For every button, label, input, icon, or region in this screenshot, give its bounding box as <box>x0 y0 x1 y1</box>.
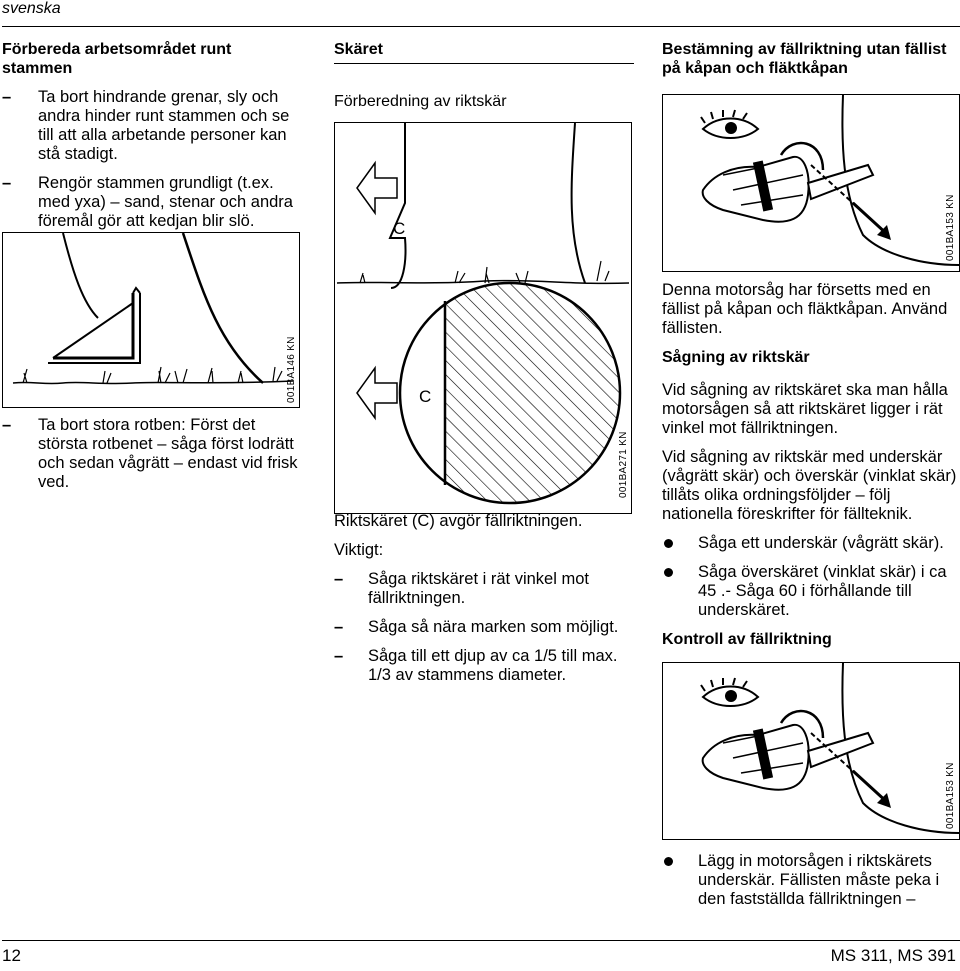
middle-item-3: Såga till ett djup av ca 1/5 till max. 1… <box>334 647 634 685</box>
middle-important: Viktigt: <box>334 541 384 559</box>
left-item-2: Rengör stammen grundligt (t.ex. med yxa)… <box>2 174 302 231</box>
right-subtitle-1: Sågning av riktskär <box>662 349 810 366</box>
right-column-middle: Denna motorsåg har försetts med en fälli… <box>662 281 958 649</box>
left-title: Förbereda arbetsområdet runt stammen <box>2 41 232 77</box>
right-subtitle-2: Kontroll av fällriktning <box>662 631 832 648</box>
root-removal-illustration <box>12 233 294 385</box>
left-item-1: Ta bort hindrande grenar, sly och andra … <box>2 88 302 164</box>
footer-rule <box>2 940 960 941</box>
right-para-1: Denna motorsåg har försetts med en fälli… <box>662 281 948 337</box>
bullet-dot <box>664 857 673 866</box>
left-column-bottom: Ta bort stora rotben: Först det största … <box>2 416 302 502</box>
middle-column-bottom: Riktskäret (C) avgör fällriktningen. Vik… <box>334 512 634 695</box>
right-figure-code-2: 001BA153 KN <box>945 762 956 829</box>
notch-illustration <box>336 123 630 505</box>
right-title: Bestämning av fällriktning utan fällist … <box>662 41 947 77</box>
middle-caption: Riktskäret (C) avgör fällriktningen. <box>334 512 583 530</box>
middle-item-2: Såga så nära marken som möjligt. <box>334 618 634 637</box>
right-para-3: Vid sågning av riktskär med underskär (v… <box>662 448 957 523</box>
middle-column: Skäret Förberedning av riktskär <box>334 40 634 111</box>
chainsaw-illustration-2 <box>700 663 959 834</box>
chainsaw-illustration-1 <box>700 95 959 266</box>
right-figure-code-1: 001BA153 KN <box>945 194 956 261</box>
notch-label-c: C <box>393 219 406 238</box>
right-bullet-3-text: Lägg in motorsågen i riktskärets undersk… <box>698 852 940 908</box>
bullet-dot <box>664 568 673 577</box>
right-bullet-3: Lägg in motorsågen i riktskärets undersk… <box>662 852 958 909</box>
header-rule <box>2 26 960 27</box>
middle-subtitle: Förberedning av riktskär <box>334 93 507 110</box>
page-number: 12 <box>2 946 21 965</box>
middle-title-rule <box>334 63 634 64</box>
left-figure-code: 001BA146 KN <box>286 336 297 403</box>
felling-sight-figure-1: 001BA153 KN <box>662 94 960 272</box>
crosssection-label-c: C <box>419 387 432 406</box>
language-label: svenska <box>2 0 61 17</box>
right-bullet-1: Såga ett underskär (vågrätt skär). <box>662 534 958 553</box>
bullet-dot <box>664 539 673 548</box>
middle-figure-code: 001BA271 KN <box>618 431 629 498</box>
model-name: MS 311, MS 391 <box>830 946 956 965</box>
right-bullet-2: Såga överskäret (vinklat skär) i ca 45 .… <box>662 563 958 620</box>
middle-title: Skäret <box>334 41 383 58</box>
middle-item-1: Såga riktskäret i rät vinkel mot fällrik… <box>334 570 634 608</box>
felling-sight-figure-2: 001BA153 KN <box>662 662 960 840</box>
right-bullet-1-text: Såga ett underskär (vågrätt skär). <box>698 534 944 552</box>
right-para-2: Vid sågning av riktskäret ska man hålla … <box>662 381 948 437</box>
right-column-bottom: Lägg in motorsågen i riktskärets undersk… <box>662 852 958 919</box>
right-bullet-2-text: Såga överskäret (vinklat skär) i ca 45 .… <box>698 563 947 619</box>
notch-figure: C C 001BA271 KN <box>334 122 632 514</box>
right-column: Bestämning av fällriktning utan fällist … <box>662 40 958 78</box>
left-column: Förbereda arbetsområdet runt stammen Ta … <box>2 40 302 241</box>
left-item-3: Ta bort stora rotben: Först det största … <box>2 416 302 492</box>
root-removal-figure: 001BA146 KN <box>2 232 300 408</box>
